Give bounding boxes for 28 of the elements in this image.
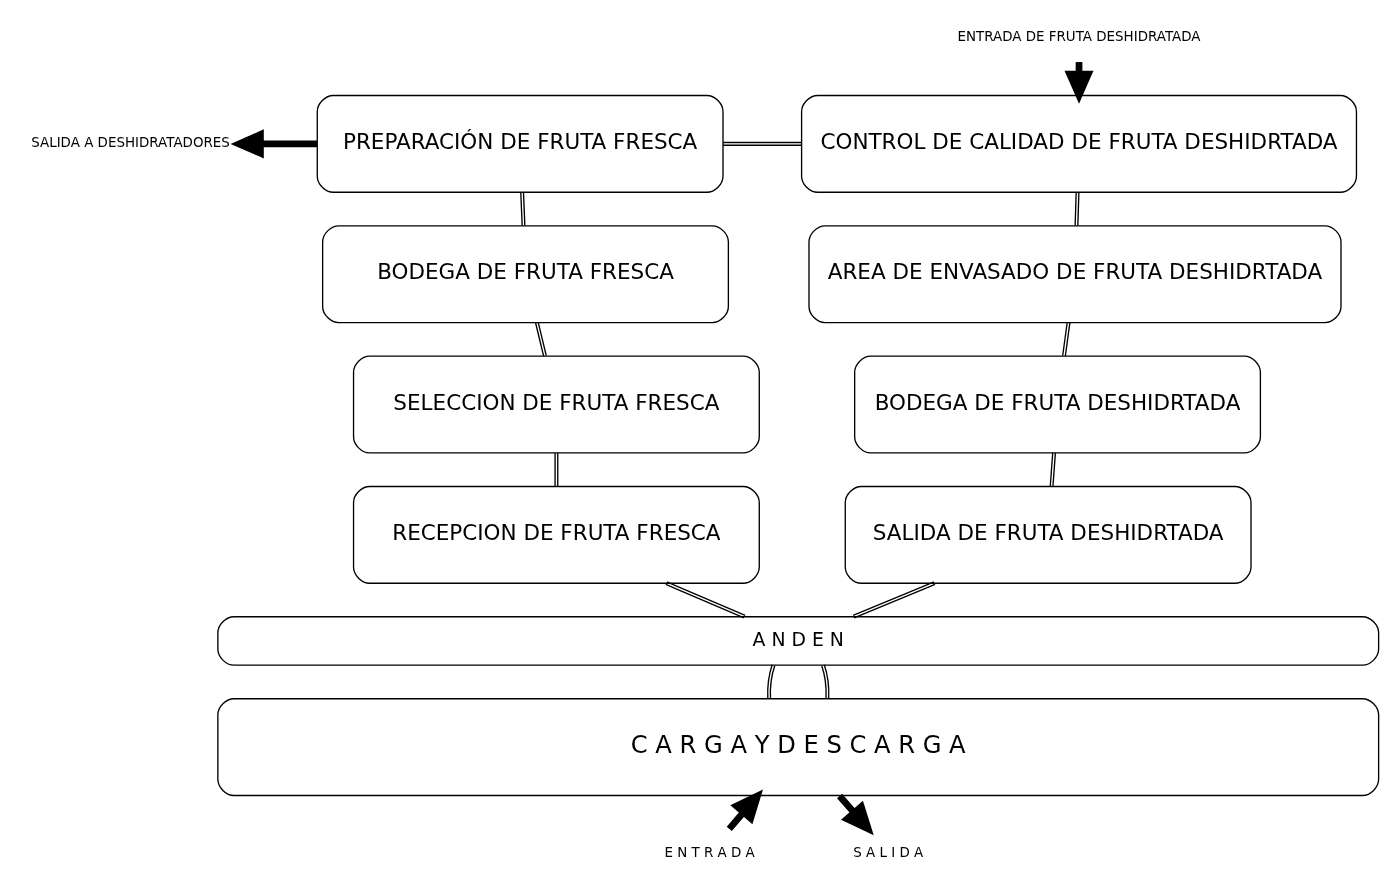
connector	[553, 452, 558, 487]
connector	[1061, 321, 1071, 357]
connector	[851, 581, 936, 619]
node-box: C A R G A Y D E S C A R G A	[216, 698, 1379, 797]
node-text: E N T R A D A	[663, 844, 755, 860]
connector	[664, 581, 746, 619]
node-box: SELECCION DE FRUTA FRESCA	[352, 355, 760, 454]
node-box: BODEGA DE FRUTA FRESCA	[321, 225, 729, 324]
arrow	[230, 129, 317, 159]
connector	[766, 664, 775, 700]
node-box: CONTROL DE CALIDAD DE FRUTA DESHIDRTADA	[800, 94, 1357, 193]
connector	[1049, 452, 1056, 487]
arrow	[726, 789, 763, 832]
node-text: SALIDA A DESHIDRATADORES	[30, 135, 230, 151]
connector	[519, 191, 525, 227]
node-box: BODEGA DE FRUTA DESHIDRTADA	[853, 355, 1261, 454]
node-box: A N D E N	[216, 616, 1379, 666]
node-box: RECEPCION DE FRUTA FRESCA	[352, 485, 760, 584]
connector	[722, 141, 802, 146]
node-box: PREPARACIÓN DE FRUTA FRESCA	[316, 94, 724, 193]
node-box: SALIDA DE FRUTA DESHIDRTADA	[844, 485, 1252, 584]
connector	[534, 321, 547, 357]
arrow	[836, 793, 874, 836]
node-text: ENTRADA DE FRUTA DESHIDRATADA	[957, 29, 1201, 45]
node-box: AREA DE ENVASADO DE FRUTA DESHIDRTADA	[807, 225, 1342, 324]
connector	[820, 664, 829, 700]
connector	[1074, 191, 1080, 227]
node-text: S A L I D A	[852, 844, 923, 860]
